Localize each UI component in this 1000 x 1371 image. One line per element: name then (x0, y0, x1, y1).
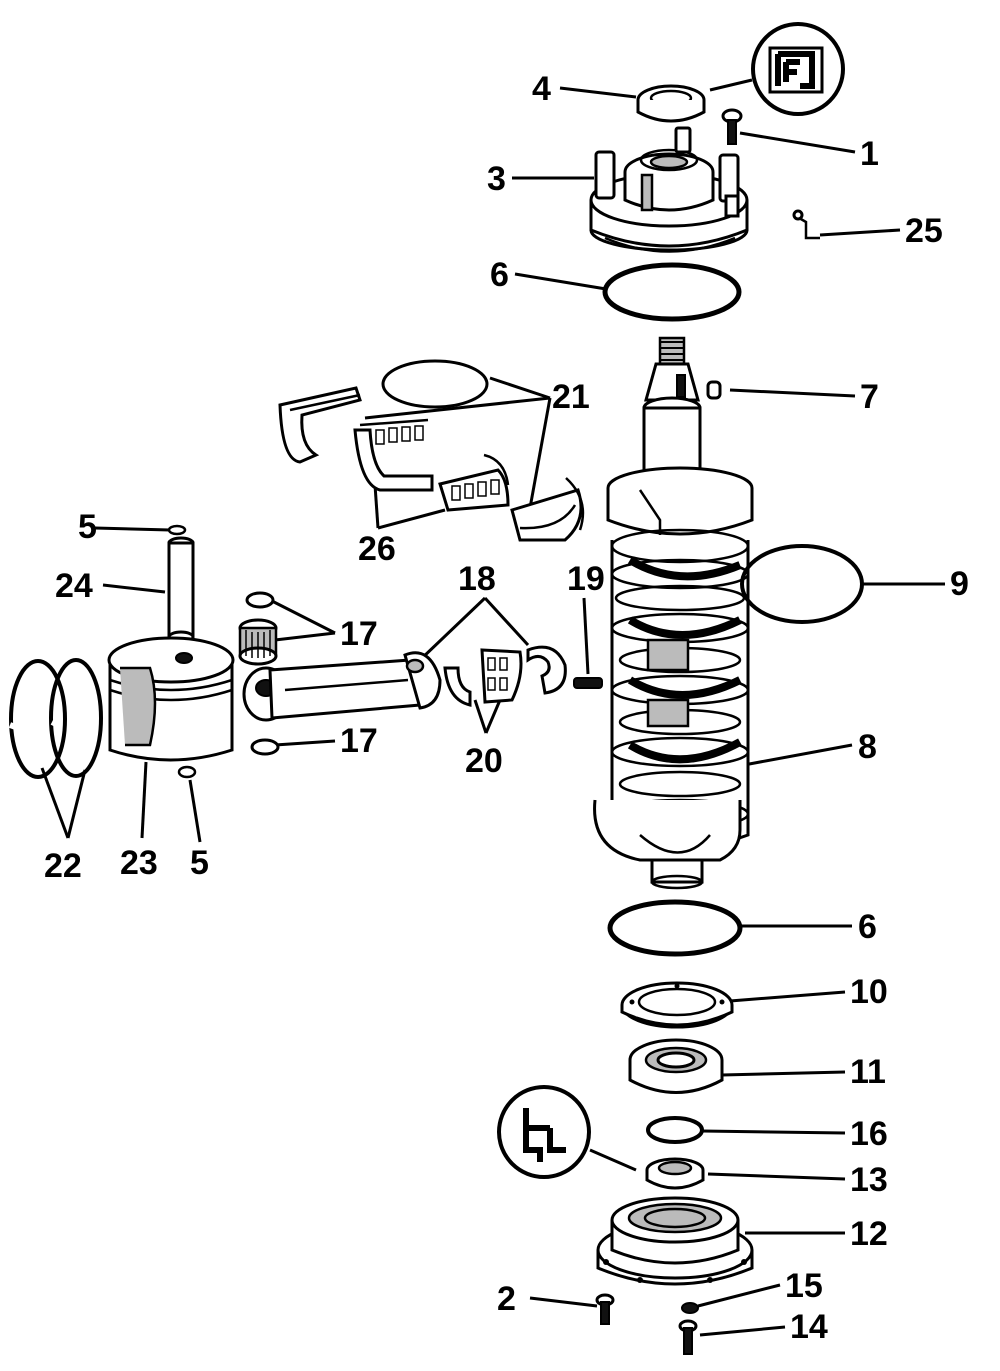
label-25: 25 (905, 212, 943, 250)
lubricant-symbol-bottom-icon (497, 1085, 637, 1179)
part-18-rod-cap-half (526, 645, 567, 695)
label-5-top: 5 (78, 508, 97, 546)
label-11: 11 (850, 1053, 886, 1091)
label-16: 16 (850, 1115, 888, 1153)
part-3-upper-bearing-housing (589, 126, 749, 253)
part-17-washer-bottom (250, 738, 280, 756)
part-8-crankshaft (593, 336, 754, 890)
label-3: 3 (487, 160, 506, 198)
label-12: 12 (850, 1215, 888, 1253)
part-5-clip-top (167, 524, 187, 536)
label-4: 4 (532, 70, 551, 108)
part-4-oil-seal (636, 84, 706, 123)
label-22: 22 (44, 847, 82, 885)
leader-lines (40, 86, 945, 1337)
label-7: 7 (860, 378, 879, 416)
part-11-ball-bearing (628, 1038, 724, 1094)
label-24: 24 (55, 567, 93, 605)
label-13: 13 (850, 1161, 888, 1199)
part-5-clip-bottom (177, 765, 197, 779)
part-9-ring (740, 544, 864, 624)
label-6-top: 6 (490, 256, 509, 294)
label-9: 9 (950, 565, 969, 603)
label-10: 10 (850, 973, 888, 1011)
part-20-needle-cage (443, 648, 523, 707)
part-14-screw (678, 1319, 698, 1355)
label-5-bottom: 5 (190, 844, 209, 882)
label-19: 19 (567, 560, 605, 598)
part-19-pin (573, 677, 603, 689)
label-17-bottom: 17 (340, 722, 378, 760)
part-7-key (706, 380, 722, 400)
label-26: 26 (358, 530, 396, 568)
label-21: 21 (552, 378, 590, 416)
label-15: 15 (785, 1267, 823, 1305)
lubricant-symbol-top-icon (709, 22, 845, 116)
part-21-ring (381, 359, 489, 409)
label-14: 14 (790, 1308, 828, 1346)
label-1: 1 (860, 135, 879, 173)
part-15-washer (681, 1302, 699, 1314)
part-16-retaining-ring (646, 1116, 704, 1144)
part-23-piston (107, 636, 235, 762)
part-6-o-ring-top (602, 262, 742, 322)
part-25-clip (792, 209, 820, 240)
label-23: 23 (120, 844, 158, 882)
label-17-top: 17 (340, 615, 378, 653)
part-24-piston-pin (167, 536, 195, 644)
label-8: 8 (858, 728, 877, 766)
part-21-bearing-half-right (510, 477, 585, 542)
part-13-oil-seal (645, 1157, 705, 1190)
part-26-needle-cage-lower (438, 453, 510, 512)
connecting-rod (242, 651, 442, 722)
part-10-retainer-plate (620, 981, 734, 1029)
part-2-screw (595, 1293, 615, 1325)
part-26-needle-cage-upper (353, 418, 434, 492)
part-12-lower-bearing-housing (596, 1196, 754, 1286)
label-20: 20 (465, 742, 503, 780)
part-22-piston-rings (8, 658, 103, 779)
part-17-needle-bearing (238, 618, 278, 666)
part-1-screw (721, 108, 743, 145)
part-21-bearing-half-left (278, 386, 362, 464)
label-2: 2 (497, 1280, 516, 1318)
label-6-bottom: 6 (858, 908, 877, 946)
label-18: 18 (458, 560, 496, 598)
part-6-o-ring-bottom (607, 899, 743, 957)
part-17-washer-top (245, 591, 275, 609)
